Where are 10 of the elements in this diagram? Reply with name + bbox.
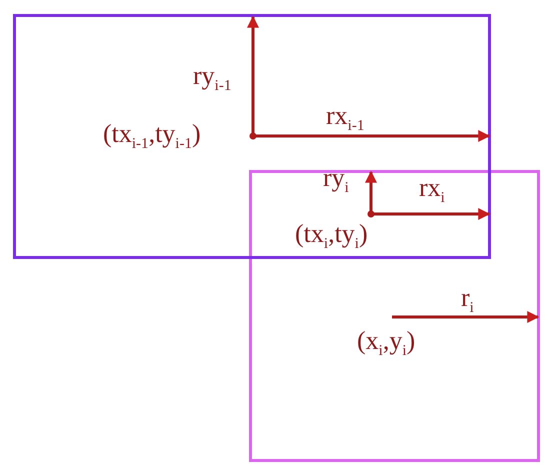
point-label: (x$_{i}$,y$_{i}$)	[357, 328, 416, 360]
vector-label: ry$_{i-1}$	[193, 63, 232, 94]
vector-label: r$_{i}$	[461, 285, 474, 316]
vector-label: ry$_{i}$	[323, 165, 349, 196]
point-label: (tx$_{i-1}$,ty$_{i-1}$)	[103, 121, 201, 152]
vector-label: rx$_{i-1}$	[326, 103, 364, 134]
point-label: (tx$_{i}$,ty$_{i}$)	[295, 221, 368, 252]
region-box	[13, 14, 491, 259]
vector-label: rx$_{i}$	[419, 175, 445, 206]
region-box	[249, 170, 540, 462]
